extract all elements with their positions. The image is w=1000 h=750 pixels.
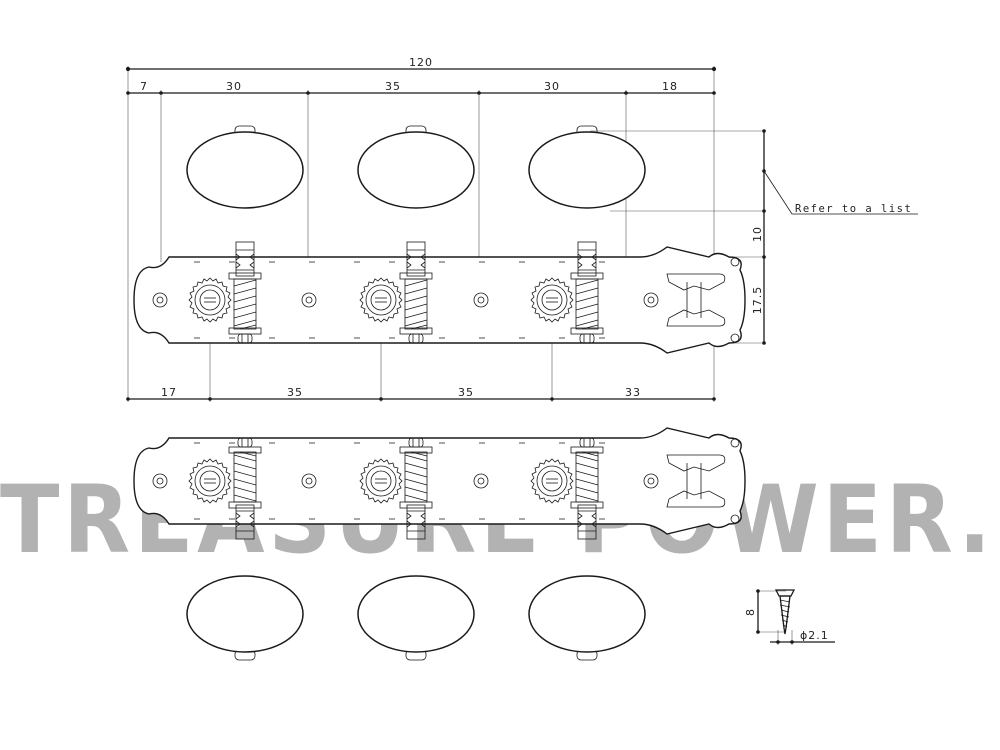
dim-top-1: 7 bbox=[140, 80, 148, 93]
bottom-view bbox=[133, 427, 746, 661]
bottom-knobs bbox=[186, 575, 646, 661]
refer-note: Refer to a list bbox=[795, 203, 912, 215]
dim-side-17-5: 17.5 bbox=[751, 286, 764, 315]
dim-side-10: 10 bbox=[751, 226, 764, 242]
screw-diameter: ϕ2.1 bbox=[800, 629, 829, 642]
dim-bottom-4: 33 bbox=[625, 386, 641, 399]
dim-bottom-1: 17 bbox=[161, 386, 177, 399]
dim-top-4: 30 bbox=[544, 80, 560, 93]
screw-detail: 8 ϕ2.1 bbox=[744, 589, 835, 645]
dim-top-2: 30 bbox=[226, 80, 242, 93]
dim-top-3: 35 bbox=[385, 80, 401, 93]
dim-top-5: 18 bbox=[662, 80, 678, 93]
top-view: 120 7 30 35 30 18 17 35 35 33 10 17.5 Re… bbox=[125, 56, 918, 402]
dim-overall: 120 bbox=[409, 56, 433, 69]
dim-bottom-3: 35 bbox=[458, 386, 474, 399]
dim-bottom-2: 35 bbox=[287, 386, 303, 399]
top-knobs bbox=[186, 125, 646, 209]
screw-length: 8 bbox=[744, 608, 757, 616]
